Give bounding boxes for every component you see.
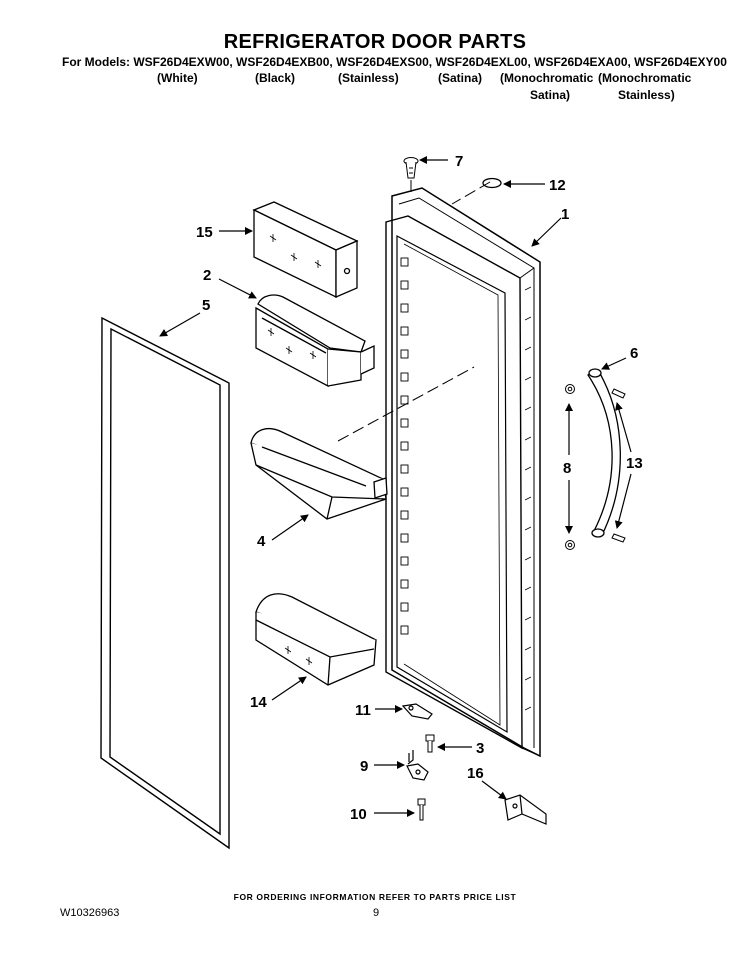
- dairy-bin: [255, 294, 375, 388]
- door-gasket-channel: [524, 286, 532, 711]
- callout-12: 12: [549, 177, 566, 194]
- dairy-door-marks: [269, 234, 322, 268]
- variant-mono-satina-line2: Satina): [530, 88, 571, 102]
- door-liner: [385, 187, 541, 758]
- variant-stainless: (Stainless): [338, 71, 399, 85]
- door-bin-upper: [250, 428, 388, 520]
- callout-16: 16: [467, 765, 484, 782]
- top-plug: [482, 177, 502, 189]
- page-number: 9: [373, 907, 380, 919]
- variant-mono-stainless-line2: Stainless): [618, 88, 675, 102]
- callout-14: 14: [250, 694, 267, 711]
- callout-3: 3: [476, 740, 484, 757]
- door-handle: [587, 368, 621, 538]
- callout-4: 4: [257, 533, 266, 550]
- hinge-bracket-11: [401, 703, 433, 720]
- page-title: REFRIGERATOR DOOR PARTS: [223, 31, 527, 53]
- hinge-cover-16: [504, 794, 547, 825]
- hinge-screw-10: [417, 798, 426, 821]
- top-hinge-bushing: [403, 157, 419, 179]
- door-gasket: [100, 316, 230, 850]
- callout-11: 11: [355, 702, 371, 719]
- callout-5: 5: [202, 297, 210, 314]
- callout-13: 13: [626, 455, 643, 472]
- callout-1: 1: [561, 206, 569, 223]
- callout-10: 10: [350, 806, 367, 823]
- handle-screws: [565, 384, 626, 550]
- variant-satina: (Satina): [438, 71, 483, 85]
- callout-15: 15: [196, 224, 213, 241]
- door-bin-lower: [255, 593, 378, 686]
- callout-arrows: [159, 156, 632, 817]
- ordering-note: FOR ORDERING INFORMATION REFER TO PARTS …: [233, 892, 517, 902]
- callout-9: 9: [360, 758, 368, 775]
- callout-2: 2: [203, 267, 211, 284]
- variant-white: (White): [157, 71, 198, 85]
- assembly-guide-lines: [337, 180, 491, 442]
- document-number: W10326963: [60, 907, 120, 919]
- hinge-screw-3: [425, 734, 435, 753]
- dairy-bin-marks: [267, 328, 317, 359]
- callout-7: 7: [455, 153, 463, 170]
- dairy-compartment-door: [252, 201, 359, 299]
- variant-mono-stainless-line1: (Monochromatic: [598, 71, 692, 85]
- callout-6: 6: [630, 345, 638, 362]
- variant-mono-satina-line1: (Monochromatic: [500, 71, 594, 85]
- door-shelf-tabs: [400, 257, 409, 635]
- bottom-hinge-9: [406, 750, 429, 781]
- models-line: For Models: WSF26D4EXW00, WSF26D4EXB00, …: [62, 55, 727, 69]
- door-bin-lower-marks: [284, 646, 313, 665]
- callout-8: 8: [563, 460, 571, 477]
- variant-black: (Black): [255, 71, 296, 85]
